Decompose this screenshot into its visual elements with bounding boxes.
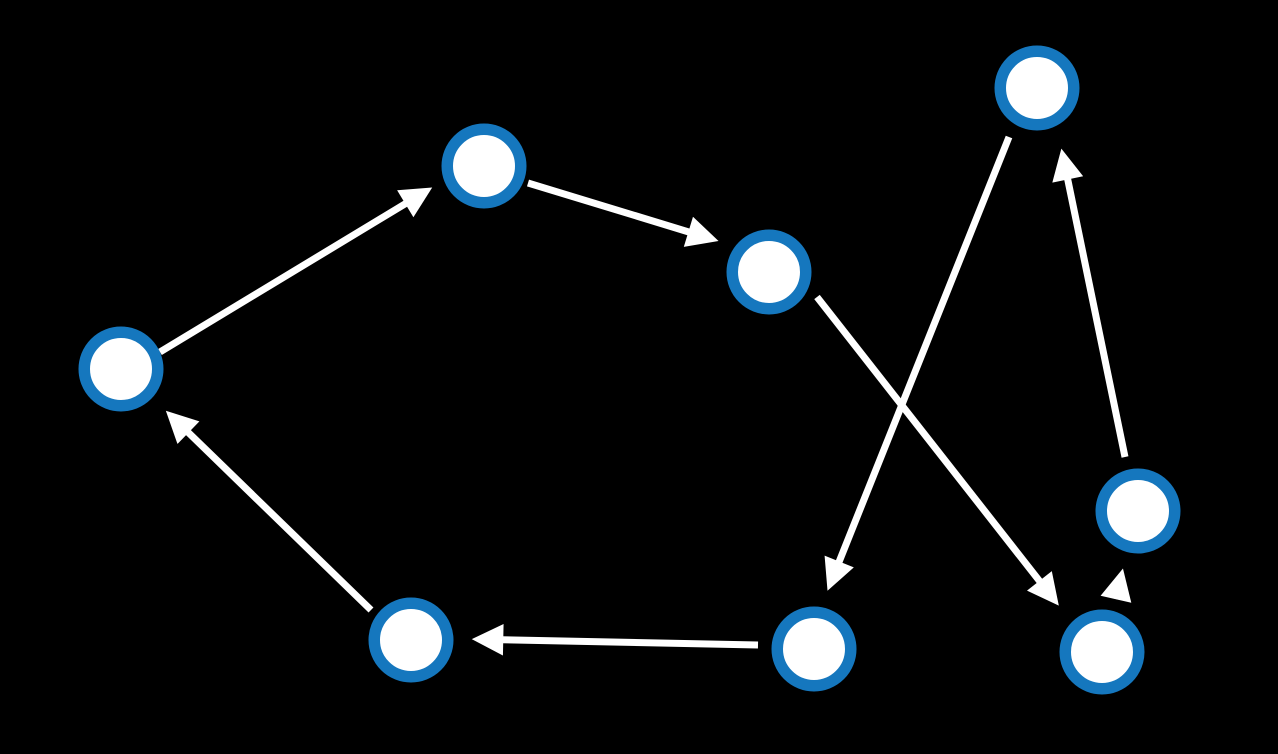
edge-arrow-n1-to-n2: [158, 187, 433, 355]
right-middle-node: [1095, 468, 1181, 554]
edge-arrow-n5-to-n4: [1052, 148, 1129, 458]
edge-arrow-n2-to-n3: [526, 179, 719, 247]
bottom-left-node: [368, 597, 454, 683]
middle-node: [726, 229, 812, 315]
edge-arrow-n7-to-n6: [471, 624, 759, 656]
nodes-layer: [78, 45, 1181, 695]
edge-arrow-n4-to-n7: [824, 135, 1013, 591]
edge-arrow-n6-to-n1: [165, 410, 374, 613]
bottom-right-node: [1059, 609, 1145, 695]
bottom-middle-node: [771, 606, 857, 692]
edges-layer: [158, 135, 1132, 656]
top-right-node: [994, 45, 1080, 131]
edge-arrow-n3-to-n8: [814, 294, 1059, 606]
upper-middle-node: [441, 123, 527, 209]
left-node: [78, 326, 164, 412]
